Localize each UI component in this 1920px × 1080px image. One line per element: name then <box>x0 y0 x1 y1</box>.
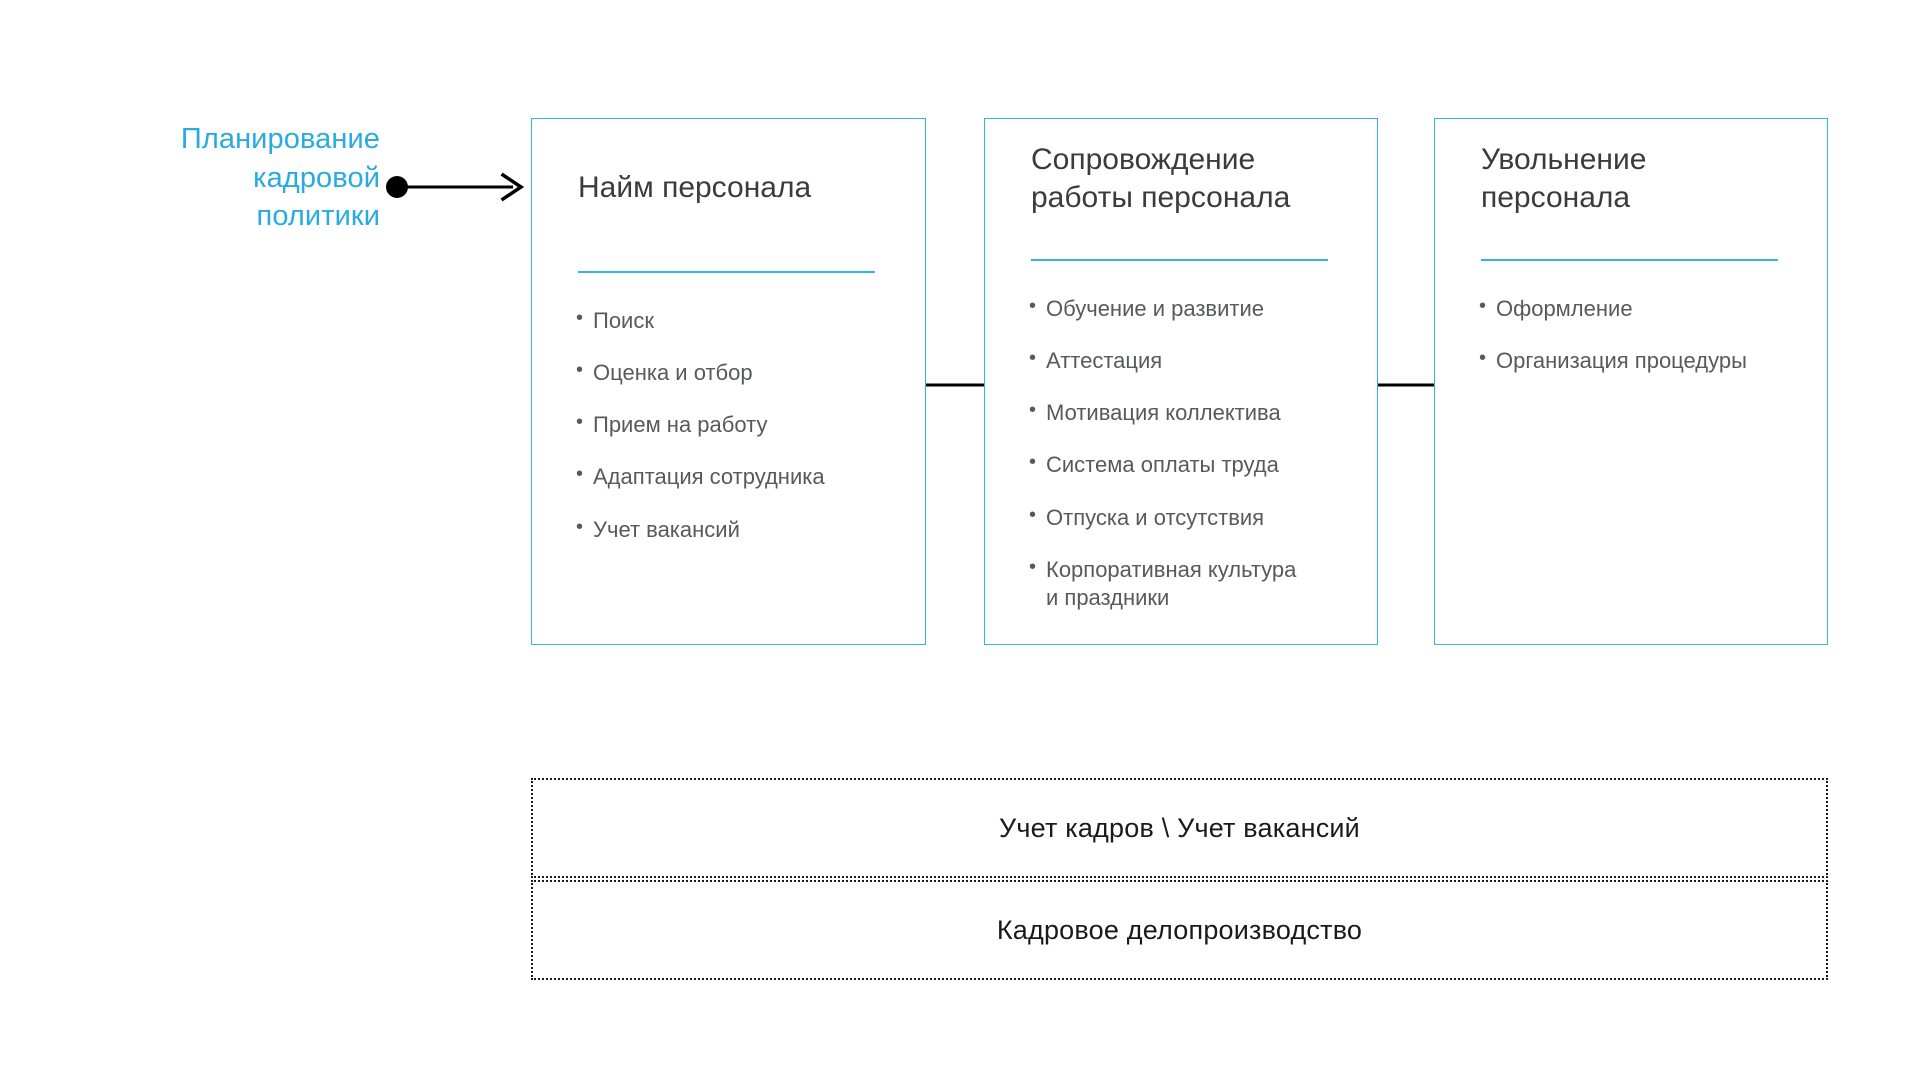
list-item: Корпоративная культура и праздники <box>1029 555 1363 612</box>
list-item: Прием на работу <box>576 410 911 439</box>
list-item: Система оплаты труда <box>1029 450 1363 479</box>
source-label-planning: Планирование кадровой политики <box>180 123 380 233</box>
stage-box-hiring[interactable]: Найм персонала Поиск Оценка и отбор Прие… <box>531 118 926 645</box>
list-item: Аттестация <box>1029 346 1363 375</box>
stage-item-list-dismissal: Оформление Организация процедуры <box>1479 294 1813 399</box>
stage-item-list-support: Обучение и развитие Аттестация Мотивация… <box>1029 294 1363 636</box>
stage-title-support: Сопровождение работы персонала <box>1031 143 1291 215</box>
list-item: Организация процедуры <box>1479 346 1813 375</box>
stage-title-divider <box>1031 259 1328 261</box>
stage-title-divider <box>1481 259 1778 261</box>
band-label: Учет кадров \ Учет вакансий <box>999 812 1360 843</box>
list-item: Отпуска и отсутствия <box>1029 503 1363 532</box>
list-item: Мотивация коллектива <box>1029 398 1363 427</box>
list-item: Учет вакансий <box>576 515 911 544</box>
stage-item-list-hiring: Поиск Оценка и отбор Прием на работу Ада… <box>576 306 911 568</box>
connector-source-to-stage-1 <box>386 172 525 202</box>
list-item: Оформление <box>1479 294 1813 323</box>
band-hr-records-management[interactable]: Кадровое делопроизводство <box>531 880 1828 980</box>
band-personnel-accounting[interactable]: Учет кадров \ Учет вакансий <box>531 778 1828 878</box>
list-item: Поиск <box>576 306 911 335</box>
stage-title-dismissal: Увольнение персонала <box>1481 143 1647 215</box>
stage-title-divider <box>578 271 875 273</box>
stage-box-dismissal[interactable]: Увольнение персонала Оформление Организа… <box>1434 118 1828 645</box>
list-item: Оценка и отбор <box>576 358 911 387</box>
list-item: Адаптация сотрудника <box>576 462 911 491</box>
band-label: Кадровое делопроизводство <box>996 914 1363 945</box>
list-item: Обучение и развитие <box>1029 294 1363 323</box>
stage-box-support[interactable]: Сопровождение работы персонала Обучение … <box>984 118 1378 645</box>
stage-title-hiring: Найм персонала <box>578 171 812 204</box>
